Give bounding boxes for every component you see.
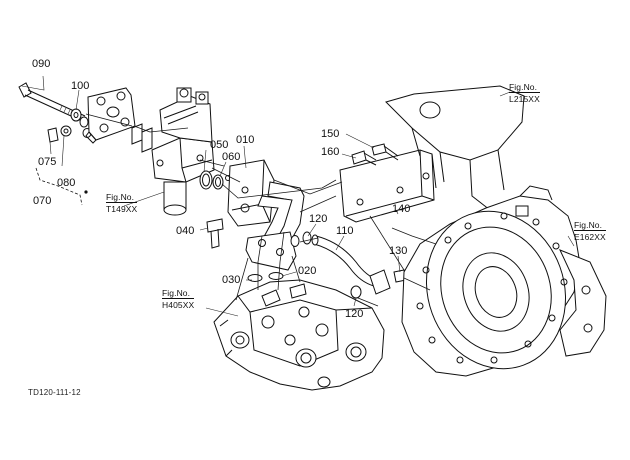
part-label-030: 030 bbox=[222, 274, 241, 286]
lower-flange-shape bbox=[245, 231, 297, 271]
hydraulic-housing-shape bbox=[213, 279, 385, 391]
part-label-150: 150 bbox=[321, 128, 340, 140]
part-label-120-lower: 120 bbox=[345, 308, 364, 320]
figure-ref-code: H405XX bbox=[162, 298, 195, 310]
part-label-075: 075 bbox=[38, 156, 57, 168]
figure-ref-t149xx[interactable]: Fig.No. T149XX bbox=[106, 192, 138, 214]
part-label-110: 110 bbox=[336, 225, 354, 237]
figure-ref-caption: Fig.No. bbox=[106, 192, 135, 202]
part-label-140: 140 bbox=[392, 203, 411, 215]
washer-group-shape bbox=[47, 108, 92, 143]
ref-dot bbox=[84, 190, 88, 194]
drawing-code: TD120-111-12 bbox=[28, 388, 81, 397]
part-label-070: 070 bbox=[33, 195, 52, 207]
part-label-080: 080 bbox=[57, 177, 76, 189]
bolt-090-shape bbox=[18, 82, 86, 122]
figure-ref-caption: Fig.No. bbox=[162, 288, 191, 298]
bracket-070-dashed bbox=[35, 167, 83, 206]
part-label-090: 090 bbox=[32, 58, 51, 70]
part-label-040: 040 bbox=[176, 225, 195, 237]
leader-lines bbox=[21, 75, 575, 317]
part-label-120-upper: 120 bbox=[309, 213, 328, 225]
figure-ref-l215xx[interactable]: Fig.No. L215XX bbox=[509, 82, 540, 104]
figure-ref-code: L215XX bbox=[509, 92, 540, 104]
figure-ref-caption: Fig.No. bbox=[574, 220, 603, 230]
transmission-case-upper-shape bbox=[385, 85, 525, 211]
part-label-050: 050 bbox=[210, 139, 229, 151]
part-label-020: 020 bbox=[298, 265, 317, 277]
figure-ref-code: E162XX bbox=[574, 230, 606, 242]
control-valve-shape bbox=[131, 87, 215, 216]
assembly-lines bbox=[85, 113, 437, 307]
o-ring-050-060-shape bbox=[199, 170, 231, 190]
bracket-140-shape bbox=[339, 143, 435, 223]
bolt-040-shape bbox=[206, 218, 224, 249]
part-label-100: 100 bbox=[71, 80, 90, 92]
transmission-case-lower-shape bbox=[401, 185, 607, 377]
part-label-060: 060 bbox=[222, 151, 241, 163]
part-label-160: 160 bbox=[321, 146, 340, 158]
figure-ref-e162xx[interactable]: Fig.No. E162XX bbox=[574, 220, 606, 242]
figure-ref-h405xx[interactable]: Fig.No. H405XX bbox=[162, 288, 195, 310]
part-label-010: 010 bbox=[236, 134, 255, 146]
figure-ref-code: T149XX bbox=[106, 202, 138, 214]
part-label-130: 130 bbox=[389, 245, 408, 257]
figure-ref-caption: Fig.No. bbox=[509, 82, 538, 92]
cover-plate-shape bbox=[85, 87, 136, 144]
